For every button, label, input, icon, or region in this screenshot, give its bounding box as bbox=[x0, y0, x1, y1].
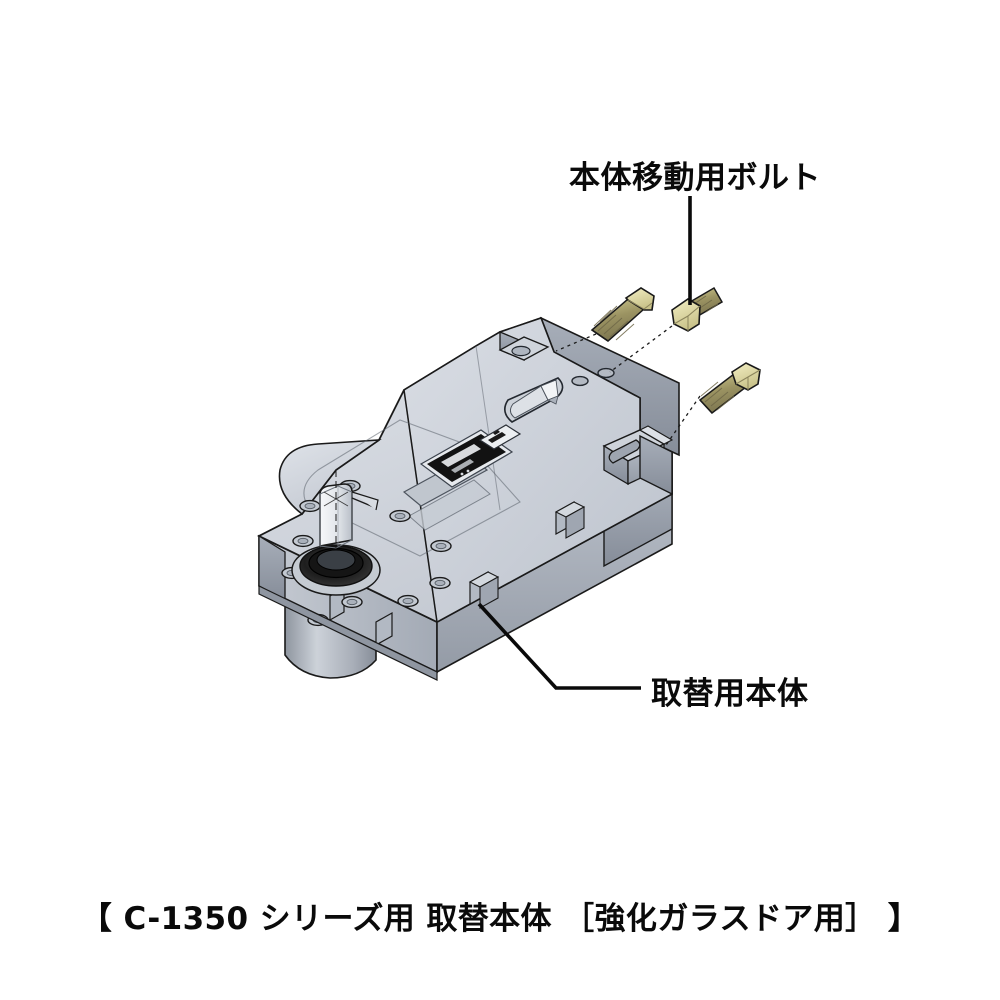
adjustment-valve-recess bbox=[504, 377, 564, 423]
cover-plate-outline bbox=[303, 419, 521, 557]
caution-badge bbox=[478, 424, 522, 450]
bolt-annotation-label: 本体移動用ボルト bbox=[569, 160, 821, 196]
body-leader-line bbox=[477, 602, 641, 690]
deck-notch-bracket bbox=[498, 331, 550, 361]
body-moving-bolt-2 bbox=[671, 286, 724, 332]
base-lip bbox=[258, 585, 438, 681]
right-flange bbox=[639, 434, 673, 496]
front-edge-bosses bbox=[329, 500, 586, 647]
deck-slot-recess-2 bbox=[408, 479, 491, 531]
bolt-assembly-guides bbox=[555, 325, 701, 449]
body-moving-bolt-3 bbox=[698, 362, 761, 415]
figure-caption: 【 C-1350 シリーズ用 取替本体 ［強化ガラスドア用］ 】 bbox=[80, 901, 920, 937]
body-upper-deck bbox=[403, 317, 673, 624]
body-hole-small-a bbox=[571, 375, 589, 387]
body-moving-bolt-1 bbox=[590, 287, 655, 342]
body-hole-small-b bbox=[597, 367, 615, 379]
replacement-body-assembly bbox=[256, 316, 680, 681]
body-annotation-label: 取替用本体 bbox=[651, 676, 809, 712]
